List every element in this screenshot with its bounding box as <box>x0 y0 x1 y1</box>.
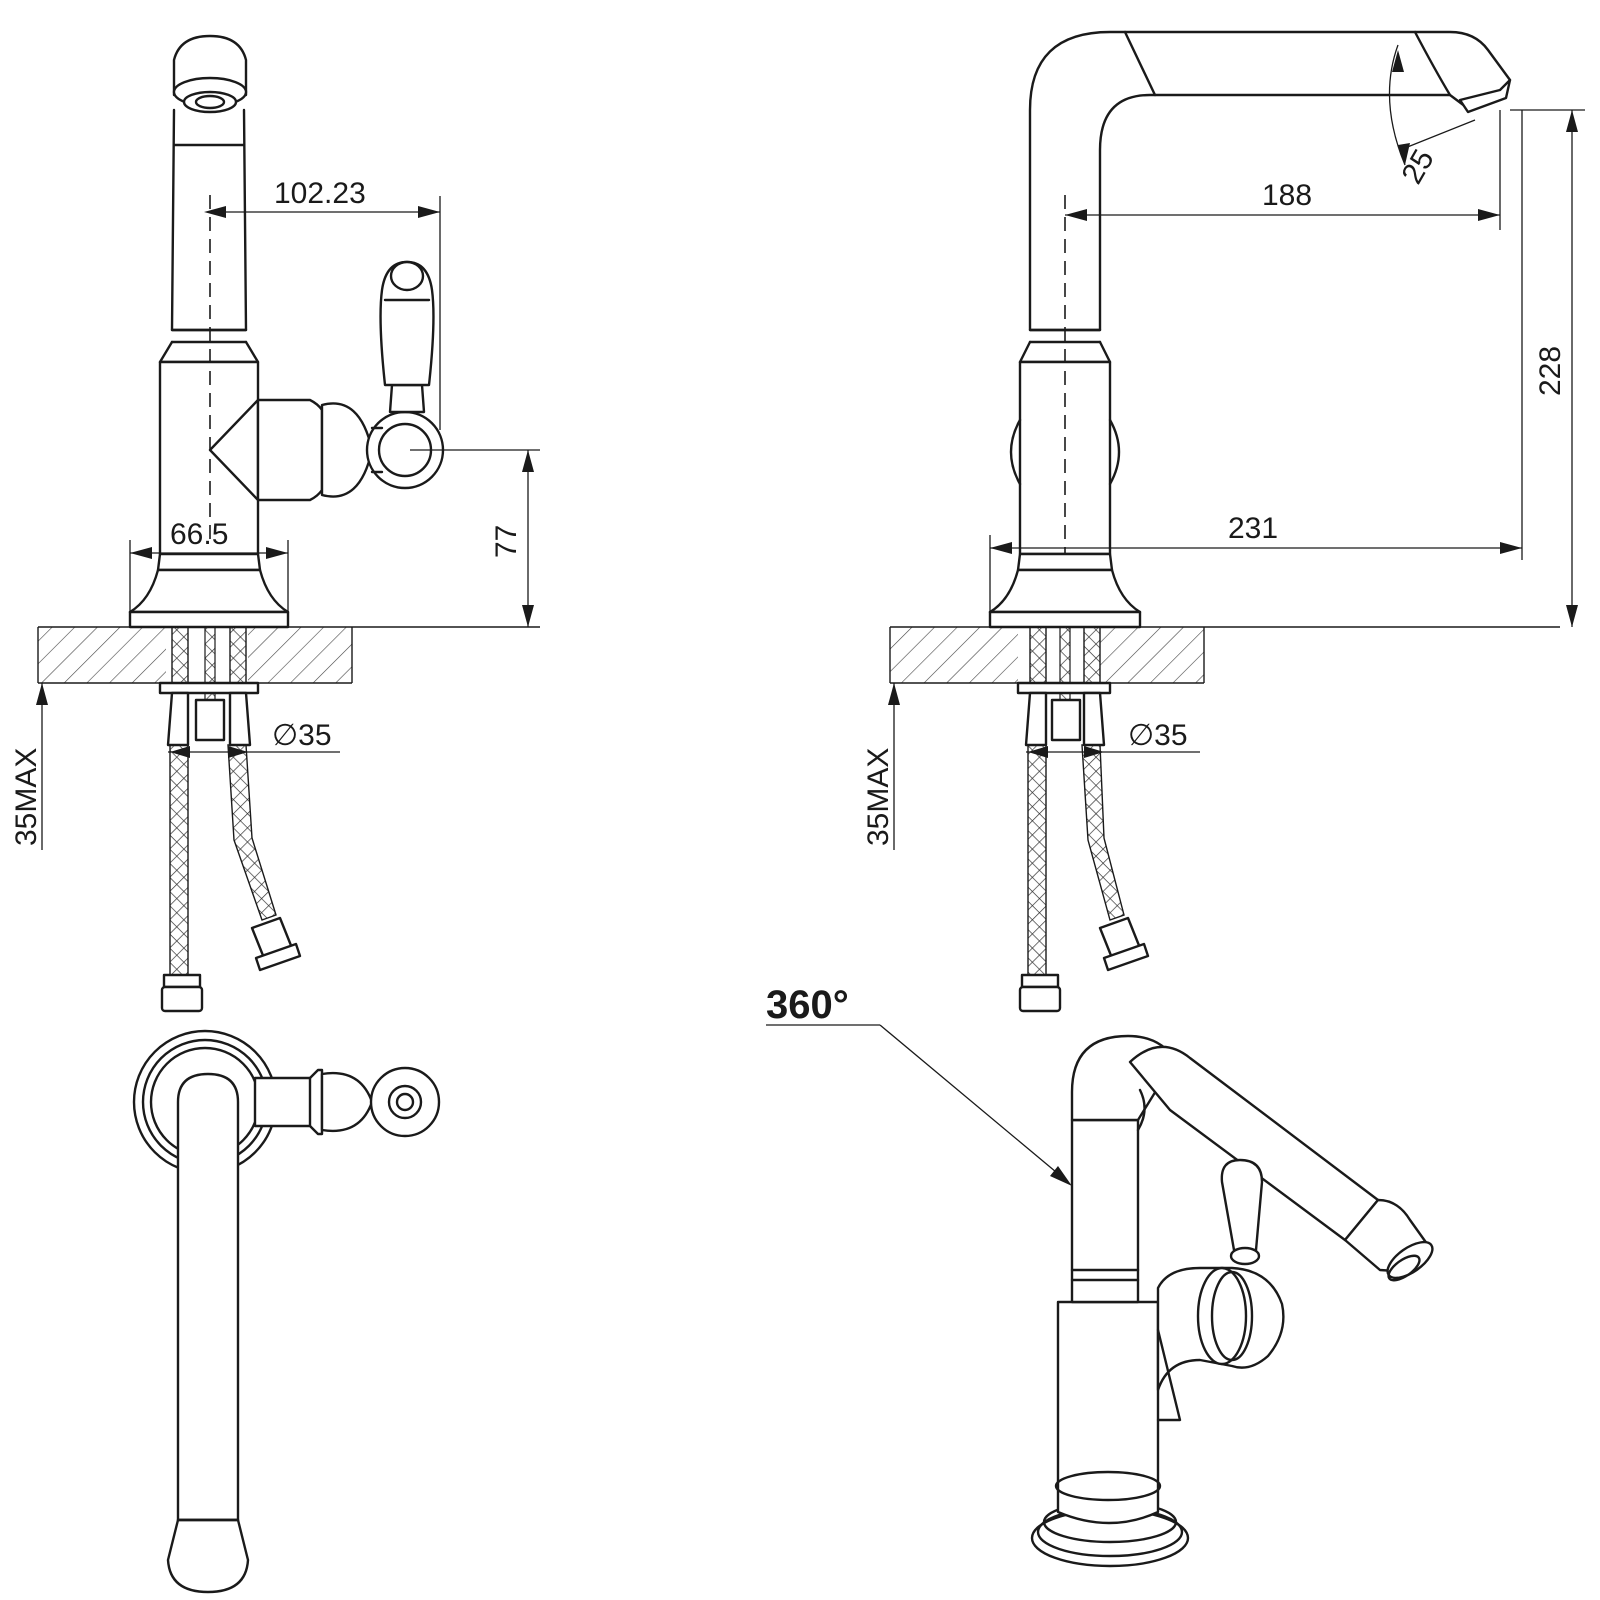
front-mounting-kit <box>158 626 302 1013</box>
front-hole-diameter-label: ∅35 <box>272 719 332 752</box>
front-handle-height-label: 77 <box>490 525 523 558</box>
front-base-diameter-label: 66.5 <box>170 518 228 551</box>
perspective-view: 360° <box>766 983 1434 1568</box>
side-dimension-lines <box>888 44 1585 850</box>
side-mounting-kit <box>1016 626 1150 1013</box>
side-hole-diameter-label: ∅35 <box>1128 719 1188 752</box>
rotation-label: 360° <box>766 983 849 1027</box>
side-total-reach-label: 231 <box>1228 512 1278 545</box>
front-max-thickness-label: 35MAX <box>10 748 43 846</box>
front-spout <box>158 34 260 364</box>
front-view: 102.23 66.5 77 ∅35 35MAX <box>10 34 540 1013</box>
side-spout-reach-label: 188 <box>1262 179 1312 212</box>
front-dimension-lines <box>36 196 540 850</box>
side-spout <box>1018 30 1512 364</box>
top-view <box>132 1029 441 1594</box>
perspective-faucet <box>1030 1034 1434 1568</box>
front-base <box>128 552 290 629</box>
side-view: 188 231 228 25 ∅35 35MAX <box>862 30 1585 1013</box>
side-total-height-label: 228 <box>1534 346 1567 396</box>
front-handle-offset-label: 102.23 <box>274 177 366 210</box>
front-body <box>158 195 445 556</box>
front-countertop <box>37 626 540 684</box>
side-body <box>988 195 1142 629</box>
side-max-thickness-label: 35MAX <box>862 748 895 846</box>
side-countertop <box>889 626 1560 684</box>
